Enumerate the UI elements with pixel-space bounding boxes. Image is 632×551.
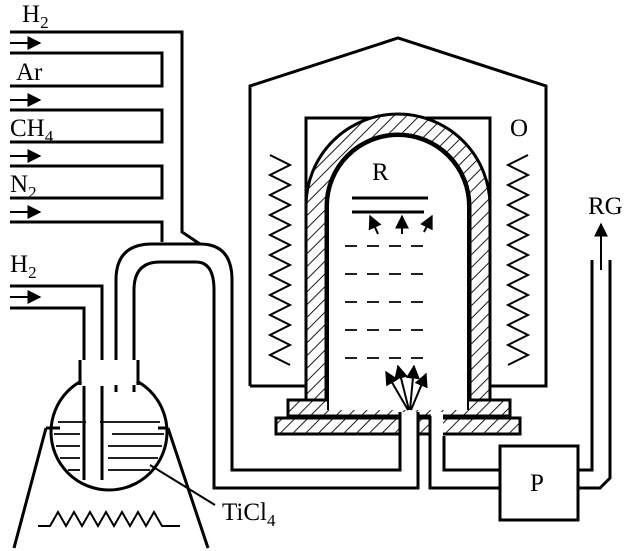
substrate-holder <box>352 196 428 214</box>
transfer-tube <box>114 242 420 490</box>
exhaust-tube <box>428 260 612 490</box>
exhaust-label: RG <box>588 193 623 220</box>
reactor-label: R <box>372 159 389 186</box>
gas-stream-dashes <box>345 245 430 359</box>
heating-coil-left <box>267 154 293 366</box>
arrow-icon <box>394 364 410 411</box>
gas-label-n2: N2 <box>10 171 37 202</box>
arrow-icon <box>385 370 409 411</box>
gas-inlet-arrows <box>10 36 42 304</box>
flow-arrows <box>368 214 433 411</box>
flask <box>49 360 169 492</box>
gas-label-ar: Ar <box>16 59 43 86</box>
reactor-cavity <box>328 136 468 410</box>
liquid-label: TiCl4 <box>222 499 276 530</box>
pump <box>498 444 580 522</box>
arrow-icon <box>405 364 420 411</box>
reactor-inner-wall <box>327 135 469 410</box>
gas-label-h2: H2 <box>22 1 49 32</box>
arrow-icon <box>368 214 382 235</box>
flask-inner-tubes <box>82 385 136 480</box>
heating-coil-right <box>505 154 531 366</box>
liquid-surface <box>54 421 164 471</box>
gas-manifold <box>10 30 201 246</box>
pump-label: P <box>530 470 544 497</box>
liquid-leader-line <box>149 464 216 506</box>
oven-label: O <box>510 115 528 142</box>
arrow-icon <box>410 372 428 411</box>
arrow-icon <box>420 214 433 233</box>
inlet-port <box>401 412 417 436</box>
gas-label-ch4: CH4 <box>10 115 54 146</box>
gas-label-bubbler-h2: H2 <box>10 251 37 282</box>
